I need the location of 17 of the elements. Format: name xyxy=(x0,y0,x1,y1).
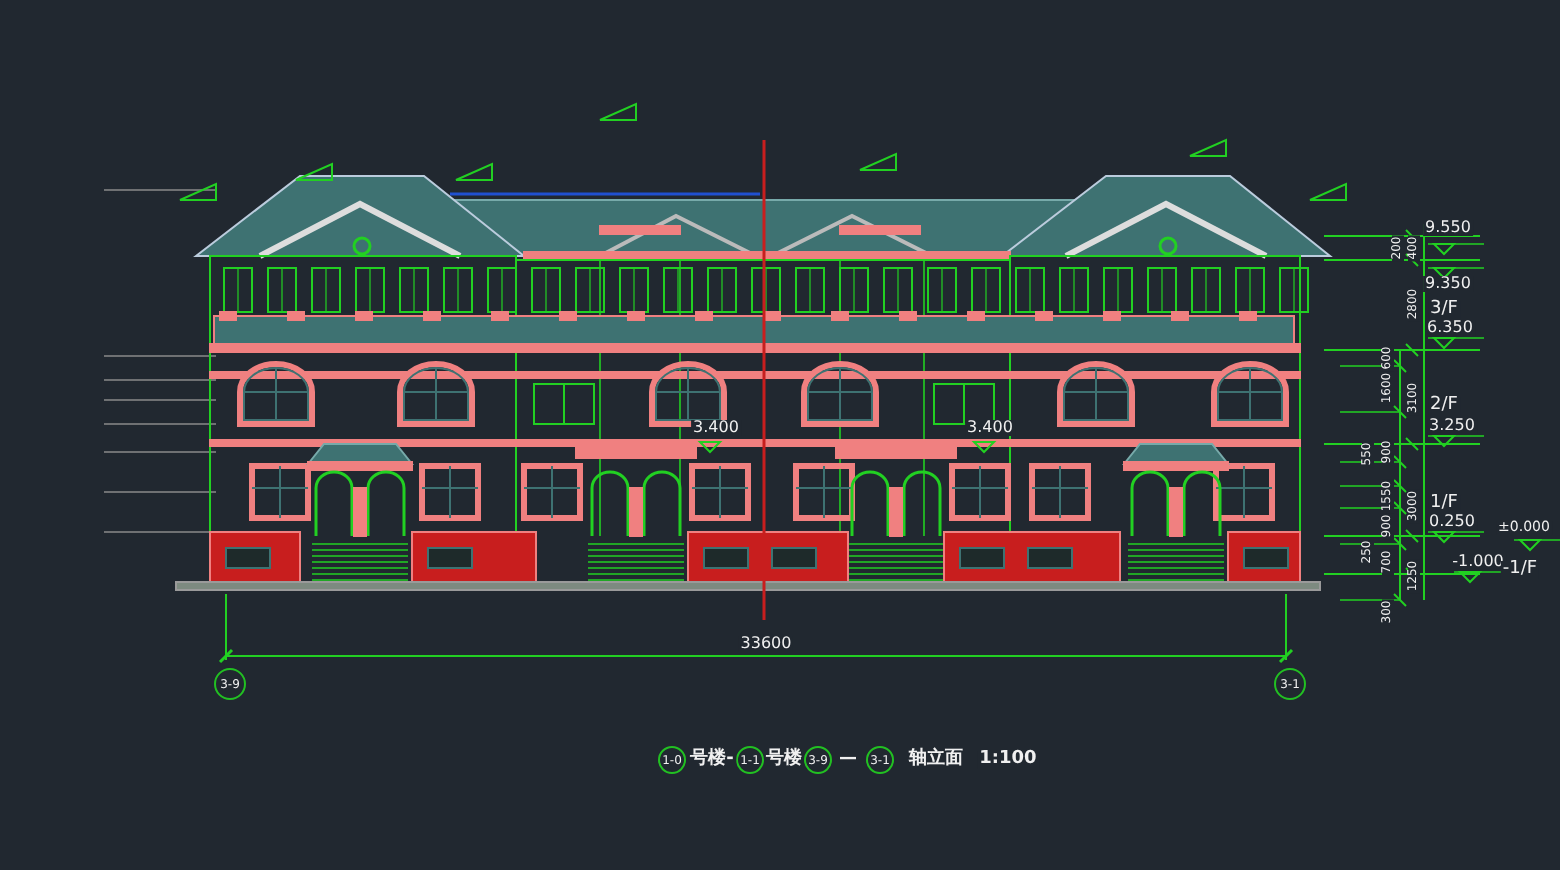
floor-label: 2/F xyxy=(1428,397,1460,415)
floor-label: -1/F xyxy=(1500,561,1540,579)
elevation-label: 3.400 xyxy=(691,420,741,436)
elevation-label: 6.350 xyxy=(1425,320,1475,336)
floor-label: 3/F xyxy=(1428,301,1460,319)
elevation-label: -1.000 xyxy=(1450,554,1506,570)
title-text: 轴立面 xyxy=(907,751,965,769)
scale-text: 1:100 xyxy=(977,751,1039,769)
title-text: 号楼- xyxy=(688,751,736,769)
elevation-label: 9.350 xyxy=(1423,276,1473,292)
floor-label: 1/F xyxy=(1428,495,1460,513)
elevation-label: 3.250 xyxy=(1427,418,1477,434)
title-text: 号楼 xyxy=(764,751,804,769)
elevation-label: 0.250 xyxy=(1427,514,1477,530)
dimension-text: 33600 xyxy=(738,636,794,652)
elevation-label: 3.400 xyxy=(965,420,1015,436)
elevation-label: 9.550 xyxy=(1423,220,1473,236)
